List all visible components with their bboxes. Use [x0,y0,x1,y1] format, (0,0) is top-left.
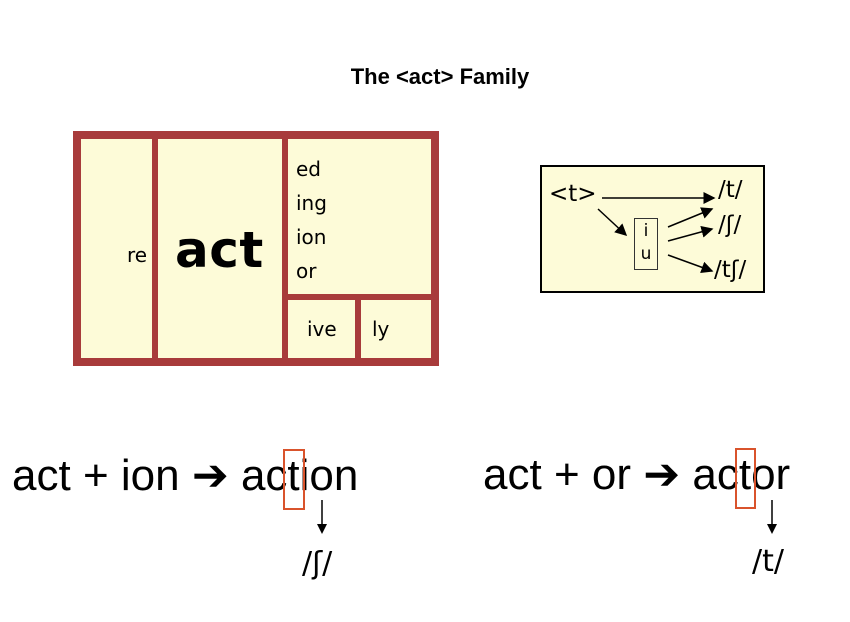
suffix-or: or [296,259,317,283]
grapheme-diagram: <t> /t/ /ʃ/ /tʃ/ i u [540,165,765,293]
eq-result-start: ac [692,450,739,499]
suffix-ly-cell: ly [361,300,431,358]
base-cell: act [158,139,282,358]
suffix-ly: ly [372,317,390,341]
arrow-t-to-vowels [597,208,628,237]
highlighted-t: t [287,451,300,500]
suffix-ive: ive [307,317,337,341]
eq-base: act [483,450,542,499]
phoneme-t: /t/ [718,177,743,203]
highlighted-letter: t [283,449,305,510]
eq-result-start: ac [240,451,288,500]
highlight-box [734,448,757,509]
page-title: The <act> Family [350,64,530,89]
eq-result-end: ion [299,451,359,500]
phoneme-sh: /ʃ/ [718,212,742,238]
prefix-re: re [127,243,148,267]
vowel-box: i u [634,218,658,270]
prefix-cell: re [81,139,152,358]
grapheme-arrows [597,192,716,274]
highlighted-letter: t [734,448,757,509]
suffix-cell: ed ing ion or [288,139,431,294]
suffix-ion: ion [296,225,327,249]
word-matrix: re act ed ing ion or ive ly [73,131,439,366]
vowel-u: u [640,244,652,264]
eq-base: act [12,451,71,500]
highlight-box [283,449,305,510]
eq-plus: + [82,451,109,500]
eq-suffix: or [591,450,631,499]
base-act: act [175,221,264,279]
arrow-to-sh [667,225,714,242]
down-arrow-1 [317,500,327,534]
eq-arrow: ➔ [191,451,229,500]
suffix-ing: ing [296,191,327,215]
suffix-ive-cell: ive [288,300,355,358]
arrow-to-t [667,207,714,228]
pronunciation-sh: /ʃ/ [302,546,333,581]
eq-plus: + [553,450,580,499]
vowel-i: i [643,221,649,241]
eq-result-end: or [751,450,791,499]
grapheme-t: <t> [549,181,597,207]
pronunciation-t: /t/ [752,544,784,579]
highlighted-t: t [738,450,752,499]
eq-suffix: ion [120,451,180,500]
suffix-ed: ed [296,157,321,181]
phoneme-tsh: /tʃ/ [714,257,747,283]
down-arrow-2 [767,500,777,534]
eq-arrow: ➔ [643,450,681,499]
arrow-to-tsh [667,254,714,274]
